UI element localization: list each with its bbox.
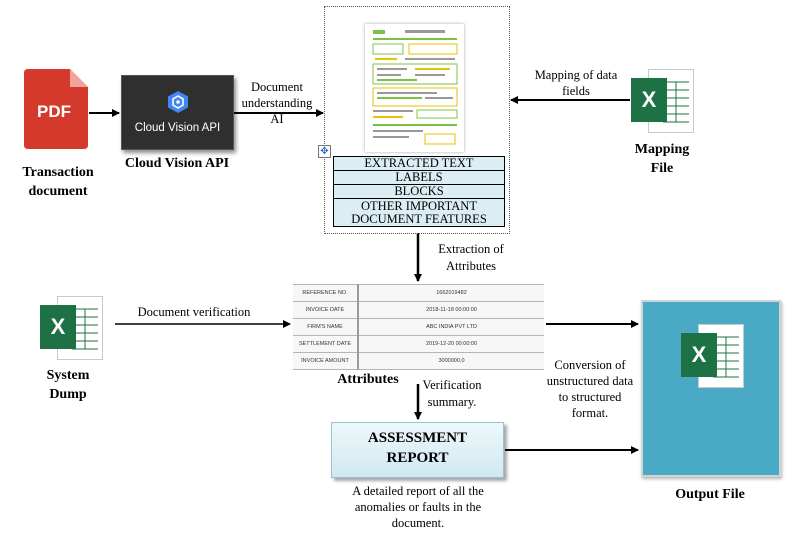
- doc-ai-label: Document understanding AI: [236, 79, 318, 127]
- features-table: EXTRACTED TEXT LABELS BLOCKS OTHER IMPOR…: [333, 156, 505, 227]
- report-caption-line1: A detailed report of all the: [352, 484, 484, 498]
- attribute-value: ABC INDIA PVT LTD: [358, 318, 544, 336]
- table-row: INVOICE AMOUNT 3000000.0: [293, 352, 544, 370]
- attribute-key: INVOICE DATE: [293, 301, 359, 319]
- feature-cell: LABELS: [333, 170, 505, 185]
- feature-cell: BLOCKS: [333, 184, 505, 199]
- system-dump-caption-line2: Dump: [49, 387, 87, 402]
- attribute-value: 3000000.0: [358, 352, 544, 370]
- attribute-value: 2018-11-18 00:00:00: [358, 301, 544, 319]
- mapping-file-caption-line1: Mapping: [634, 142, 690, 157]
- mapping-label: Mapping of data fields: [526, 67, 626, 99]
- summary-label-line2: summary.: [427, 395, 477, 409]
- output-file-excel-icon: X: [681, 324, 744, 388]
- assessment-report-box: ASSESSMENT REPORT: [331, 422, 504, 478]
- extraction-label-line1: Extraction of: [438, 242, 504, 256]
- system-dump-caption: System Dump: [26, 366, 110, 404]
- table-row: FIRM'S NAME ABC INDIA PVT LTD: [293, 318, 544, 336]
- system-dump-caption-line1: System: [46, 368, 90, 383]
- move-handle-icon[interactable]: ✥: [318, 145, 331, 158]
- table-row: INVOICE DATE 2018-11-18 00:00:00: [293, 301, 544, 319]
- system-dump-excel-icon: X: [40, 296, 103, 360]
- attribute-value: 1662019482: [358, 284, 544, 302]
- output-file-box: X: [641, 300, 781, 477]
- verification-label: Document verification: [137, 305, 251, 319]
- attributes-table: REFERENCE NO. 1662019482 INVOICE DATE 20…: [293, 284, 544, 370]
- summary-label: Verification summary.: [418, 377, 486, 411]
- report-caption-line2: anomalies or faults in the: [354, 500, 482, 514]
- mapping-file-caption: Mapping File: [620, 140, 704, 178]
- summary-label-line1: Verification: [422, 378, 482, 392]
- mapping-file-icon-text: X: [631, 78, 667, 122]
- pdf-icon-text: PDF: [37, 102, 71, 121]
- cloud-vision-box: Cloud Vision API: [121, 75, 234, 150]
- attribute-key: SETTLEMENT DATE: [293, 335, 359, 353]
- attribute-key: REFERENCE NO.: [293, 284, 359, 302]
- conversion-label-line1: Conversion of: [554, 358, 626, 372]
- document-panel: [324, 6, 510, 234]
- cloud-vision-logo-icon: [168, 91, 188, 113]
- output-file-caption: Output File: [675, 487, 745, 502]
- mapping-label-line2: fields: [562, 84, 590, 98]
- feature-cell: EXTRACTED TEXT: [333, 156, 505, 171]
- report-caption: A detailed report of all the anomalies o…: [326, 483, 510, 531]
- feature-cell: OTHER IMPORTANT DOCUMENT FEATURES: [333, 198, 505, 227]
- cloud-vision-caption: Cloud Vision API: [124, 156, 230, 171]
- mapping-file-caption-line2: File: [650, 161, 674, 176]
- table-row: SETTLEMENT DATE 2019-12-20 00:00:00: [293, 335, 544, 353]
- attributes-caption: Attributes: [337, 372, 399, 387]
- document-thumbnail: [365, 24, 464, 152]
- pdf-caption: Transaction document: [10, 163, 106, 201]
- doc-ai-label-line2: understanding AI: [241, 96, 313, 126]
- extraction-label: Extraction of Attributes: [426, 241, 516, 275]
- table-row: REFERENCE NO. 1662019482: [293, 284, 544, 302]
- report-title-line2: REPORT: [386, 450, 449, 466]
- conversion-label-line4: format.: [571, 406, 609, 420]
- document-thumbnail-image: [372, 30, 458, 145]
- conversion-label: Conversion of unstructured data to struc…: [537, 357, 643, 421]
- output-file-icon-text: X: [681, 333, 717, 377]
- system-dump-icon-text: X: [40, 305, 76, 349]
- report-caption-line3: document.: [391, 516, 445, 530]
- report-title-line1: ASSESSMENT: [367, 430, 468, 446]
- conversion-label-line3: to structured: [558, 390, 622, 404]
- cloud-vision-box-text: Cloud Vision API: [134, 122, 221, 134]
- mapping-label-line1: Mapping of data: [534, 68, 618, 82]
- pdf-icon: PDF: [24, 69, 88, 149]
- mapping-file-excel-icon: X: [631, 69, 694, 133]
- conversion-label-line2: unstructured data: [546, 374, 634, 388]
- attribute-key: FIRM'S NAME: [293, 318, 359, 336]
- pdf-caption-line1: Transaction: [22, 165, 94, 180]
- attribute-key: INVOICE AMOUNT: [293, 352, 359, 370]
- pdf-caption-line2: document: [28, 184, 88, 199]
- doc-ai-label-line1: Document: [250, 80, 304, 94]
- attribute-value: 2019-12-20 00:00:00: [358, 335, 544, 353]
- extraction-label-line2: Attributes: [446, 259, 496, 273]
